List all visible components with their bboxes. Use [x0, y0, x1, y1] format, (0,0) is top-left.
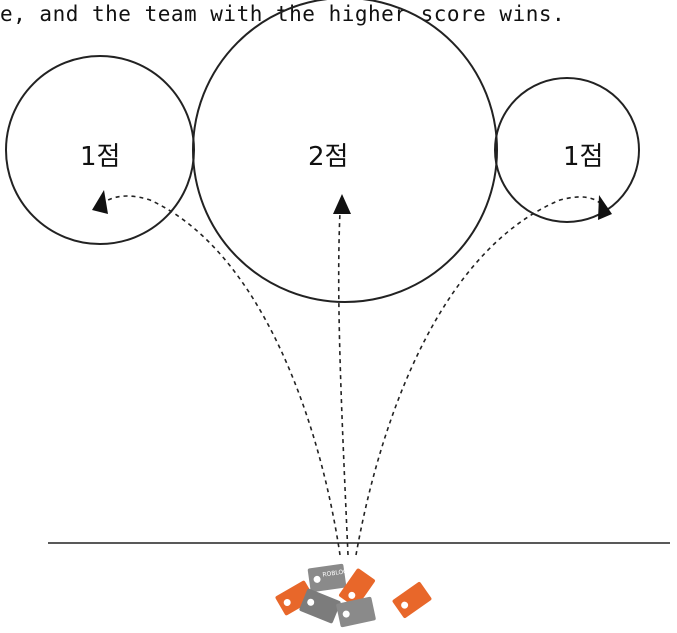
right-target-circle	[494, 77, 640, 223]
block-chip-orange	[392, 582, 432, 618]
center-target-circle	[192, 0, 498, 303]
block-chip-gray	[336, 596, 376, 628]
instruction-caption: e, and the team with the higher score wi…	[0, 2, 566, 26]
block-chip-gray	[299, 588, 341, 624]
left-arrowhead-icon	[92, 190, 108, 214]
throw-path-left	[107, 195, 341, 556]
right-arrowhead-icon	[598, 195, 612, 220]
block-chip-orange	[275, 580, 315, 616]
center-target-label: 2점	[308, 142, 348, 172]
block-chip-pile: ROBLOCK	[275, 563, 432, 628]
block-chip-orange	[339, 568, 375, 608]
block-chip-gray: ROBLOCK	[307, 563, 353, 593]
left-target-label: 1점	[80, 142, 120, 172]
throw-path-center	[337, 211, 349, 556]
block-chip-brand: ROBLOCK	[322, 567, 353, 578]
throw-path-right	[355, 196, 603, 556]
center-arrowhead-icon	[333, 194, 351, 214]
right-target-label: 1점	[563, 142, 603, 172]
